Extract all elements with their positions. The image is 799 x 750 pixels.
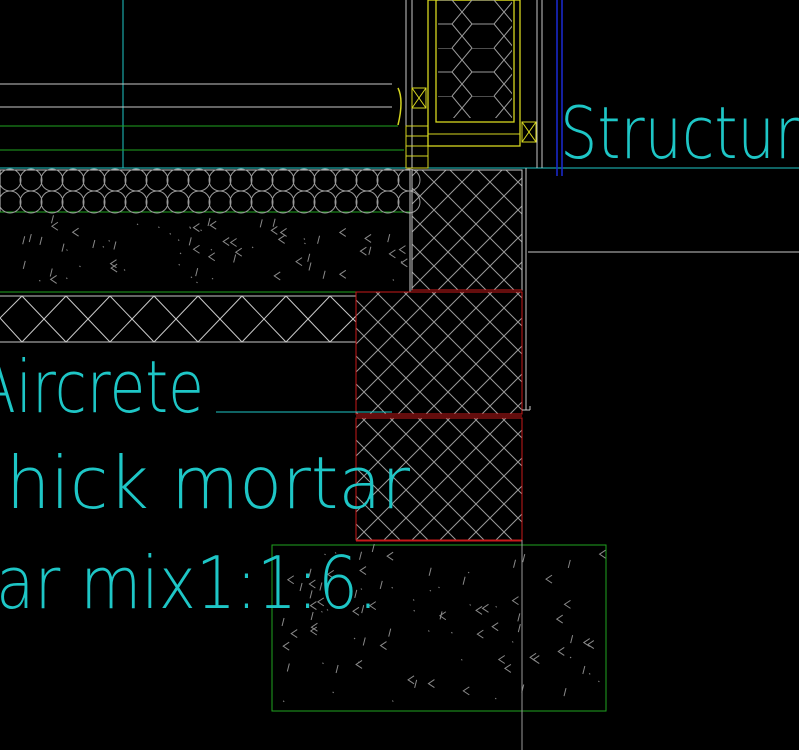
floor-insulation-layer (0, 168, 421, 214)
label-structure: Structur (560, 91, 799, 175)
floor-slab-concrete (0, 212, 411, 293)
aircrete-block-wall (355, 168, 531, 542)
concrete-foundation (271, 543, 607, 712)
label-mortar-mix: ar mix1:1:6. (0, 541, 378, 625)
insulation-bubbles (0, 168, 421, 214)
hardcore-layer (0, 295, 357, 343)
label-aircrete: Aircrete (0, 345, 204, 429)
upper-wall-assembly (0, 0, 799, 176)
label-mortar-thickness: hick mortar (6, 441, 410, 525)
